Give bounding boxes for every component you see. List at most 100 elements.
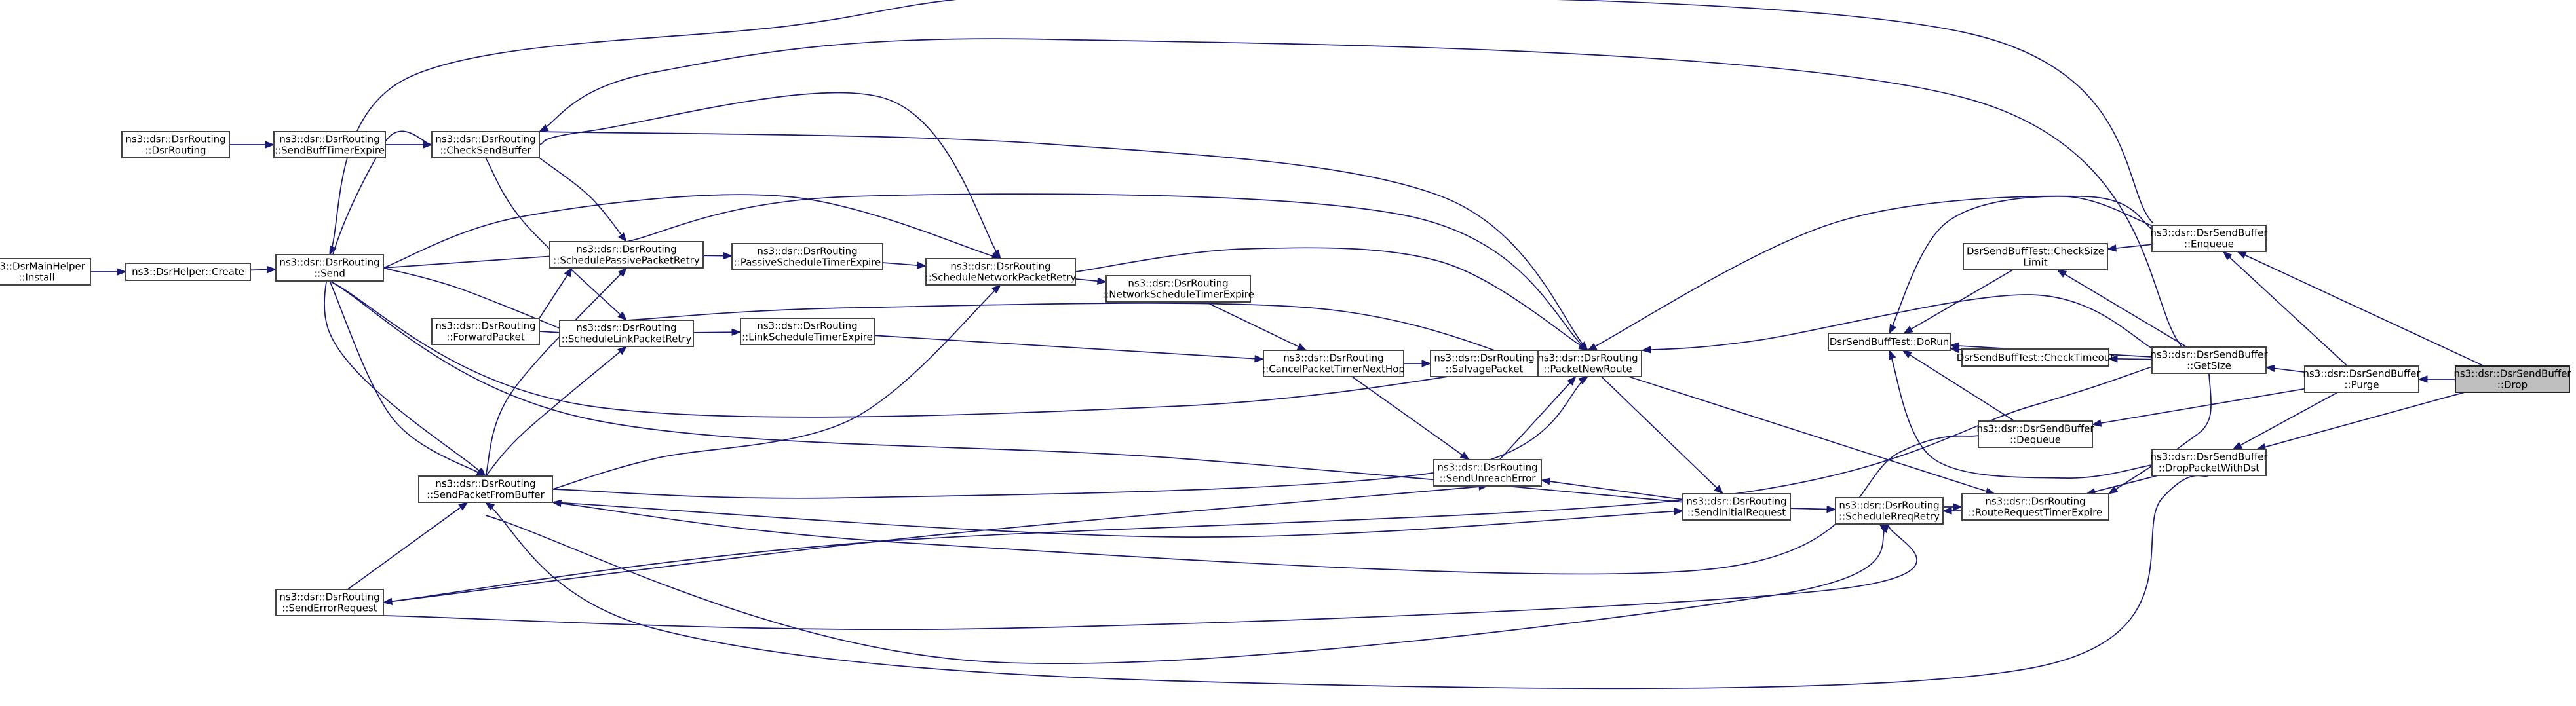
node-getsize[interactable]: ns3::dsr::DsrSendBuffer::GetSize (2150, 346, 2268, 374)
edge-sir-to-pnr (1601, 376, 1723, 494)
node-send[interactable]: ns3::dsr::DsrRouting::Send (275, 254, 384, 282)
node-label-line: ns3::dsr::DsrSendBuffer (2150, 451, 2268, 463)
edge-arrow-srr-to-sir (1826, 505, 1837, 513)
node-label-line: ns3::dsr::DsrRouting (1437, 462, 1537, 474)
edge-rrte-to-getsize (2108, 373, 2212, 494)
edge-slpr-to-csb (485, 157, 627, 321)
node-mainhelper[interactable]: ns3::DsrMainHelper::Install (0, 258, 91, 286)
node-dorun[interactable]: DsrSendBuffTest::DoRun (1828, 333, 1951, 351)
edge-dorun-to-enqueue (1889, 196, 2153, 334)
edge-sppr-to-spfb (485, 267, 627, 477)
node-box (1533, 350, 1642, 377)
node-checktimeout[interactable]: DsrSendBuffTest::CheckTimeout (1957, 348, 2115, 367)
edge-arrow-snpr-to-pste (917, 261, 927, 269)
node-box (740, 318, 875, 345)
node-enqueue[interactable]: ns3::dsr::DsrSendBuffer::Enqueue (2150, 225, 2268, 252)
edge-arrow-dorun-to-checktimeout (1949, 345, 1960, 354)
edge-arrow-slpr-to-spfb (617, 346, 628, 356)
node-label-line: ns3::dsr::DsrRouting (1283, 352, 1383, 364)
node-label-line: ::ScheduleRreqRetry (1839, 511, 1940, 523)
edge-spfb-to-ser (347, 502, 468, 590)
node-sue[interactable]: ns3::dsr::DsrRouting::SendUnreachError (1433, 459, 1542, 487)
node-label-line: ns3::dsr::DsrRouting (1686, 496, 1786, 508)
edge-sue-to-cptnh (1351, 376, 1470, 460)
edge-cptnh-to-nste (1205, 301, 1307, 351)
node-snpr[interactable]: ns3::dsr::DsrRouting::ScheduleNetworkPac… (925, 258, 1077, 286)
node-cptnh[interactable]: ns3::dsr::DsrRouting::CancelPacketTimerN… (1262, 350, 1405, 377)
node-label-line: ::ScheduleLinkPacketRetry (562, 333, 692, 345)
edges-layer (90, 0, 2485, 690)
edge-arrow-send-to-helpercreate (267, 265, 277, 274)
node-label-line: ::ForwardPacket (446, 331, 525, 343)
node-label-line: ns3::dsr::DsrRouting (125, 134, 225, 145)
node-label-line: ::NetworkScheduleTimerExpire (1102, 289, 1254, 301)
edge-enqueue-to-drop (2237, 251, 2485, 367)
node-slpr[interactable]: ns3::dsr::DsrRouting::ScheduleLinkPacket… (559, 320, 694, 347)
edge-arrow-salvage-to-cptnh (1421, 360, 1432, 367)
node-sppr[interactable]: ns3::dsr::DsrRouting::SchedulePassivePac… (549, 241, 704, 269)
node-label-line: ::PassiveScheduleTimerExpire (734, 257, 881, 269)
node-spfb[interactable]: ns3::dsr::DsrRouting::SendPacketFromBuff… (418, 475, 553, 503)
edge-pnr-to-snpr (1075, 247, 1588, 351)
node-box (2151, 346, 2267, 374)
node-label-line: ns3::dsr::DsrRouting (1128, 278, 1228, 289)
node-label-line: ::Enqueue (2184, 238, 2234, 250)
node-label-line: ns3::dsr::DsrRouting (576, 244, 676, 255)
node-pste[interactable]: ns3::dsr::DsrRouting::PassiveScheduleTim… (731, 243, 883, 270)
edge-arrow-enqueue-to-purge (2222, 251, 2233, 261)
edge-sppr-to-forward (539, 267, 573, 319)
node-csb[interactable]: ns3::dsr::DsrRouting::CheckSendBuffer (431, 131, 540, 158)
node-label-line: ns3::dsr::DsrRouting (279, 134, 379, 145)
node-ser[interactable]: ns3::dsr::DsrRouting::SendErrorRequest (275, 589, 384, 616)
edge-sppr-to-send (383, 254, 573, 269)
node-box (1433, 459, 1542, 487)
node-helpercreate[interactable]: ns3::DsrHelper::Create (125, 263, 251, 281)
node-label-line: ::SendBuffTimerExpire (275, 145, 385, 157)
node-rrte[interactable]: ns3::dsr::DsrRouting::RouteRequestTimerE… (1961, 493, 2109, 521)
node-nste[interactable]: ns3::dsr::DsrRouting::NetworkScheduleTim… (1102, 275, 1254, 303)
node-box (1828, 333, 1951, 351)
edge-arrow-pnr-to-getsize (1641, 346, 1651, 354)
edge-arrow-dropdst-to-purge (2232, 441, 2243, 450)
node-label-line: ns3::dsr::DsrSendBuffer (1976, 423, 2094, 435)
edge-pnr-to-getsize (1642, 294, 2157, 351)
node-sbte[interactable]: ns3::dsr::DsrRouting::SendBuffTimerExpir… (273, 131, 386, 158)
node-dsrrouting[interactable]: ns3::dsr::DsrRouting::DsrRouting (121, 131, 230, 158)
edge-sue-to-ser (383, 485, 1488, 603)
edge-arrow-spfb-to-dropdst (484, 502, 495, 511)
node-label-line: ::Purge (2344, 379, 2379, 391)
node-sir[interactable]: ns3::dsr::DsrRouting::SendInitialRequest (1682, 493, 1791, 521)
node-dequeue[interactable]: ns3::dsr::DsrSendBuffer::Dequeue (1976, 420, 2094, 448)
edge-srr-to-spfb (485, 515, 1890, 664)
node-box (2455, 365, 2570, 393)
node-drop[interactable]: ns3::dsr::DsrSendBuffer::Drop (2453, 365, 2571, 393)
node-label-line: ns3::dsr::DsrRouting (757, 246, 857, 257)
node-label-line: ns3::dsr::DsrRouting (279, 257, 379, 269)
node-label-line: DsrSendBuffTest::DoRun (1830, 336, 1950, 348)
edge-checksize-to-getsize (2057, 269, 2187, 348)
edge-pnr-to-enqueue (1587, 195, 2153, 351)
node-purge[interactable]: ns3::dsr::DsrSendBuffer::Purge (2303, 365, 2421, 393)
edge-pnr-to-csb (539, 131, 1588, 351)
node-label-line: DsrSendBuffTest::CheckTimeout (1957, 352, 2115, 363)
edge-dropdst-to-drop (2256, 392, 2465, 450)
node-lste[interactable]: ns3::dsr::DsrRouting::LinkScheduleTimerE… (740, 318, 875, 345)
node-pnr[interactable]: ns3::dsr::DsrRouting::PacketNewRoute (1533, 350, 1642, 377)
node-forward[interactable]: ns3::dsr::DsrRouting::ForwardPacket (431, 318, 540, 345)
node-label-line: ns3::dsr::DsrRouting (435, 320, 535, 332)
node-label-line: ::Dequeue (2010, 434, 2061, 446)
edge-arrow-nste-to-snpr (1097, 277, 1107, 285)
node-dropdst[interactable]: ns3::dsr::DsrSendBuffer::DropPacketWithD… (2150, 449, 2268, 476)
node-label-line: ns3::dsr::DsrRouting (279, 591, 379, 603)
node-box (418, 475, 553, 503)
node-salvage[interactable]: ns3::dsr::DsrRouting::SalvagePacket (1430, 350, 1539, 377)
edge-dequeue-to-purge (2092, 388, 2305, 426)
edge-pnr-to-spfb (552, 376, 1588, 499)
node-label-line: ::SendUnreachError (1440, 473, 1537, 485)
edge-arrow-getsize-to-purge (2265, 364, 2276, 373)
node-box (431, 131, 540, 158)
node-srr[interactable]: ns3::dsr::DsrRouting::ScheduleRreqRetry (1835, 497, 1944, 525)
node-label-line: ::ScheduleNetworkPacketRetry (925, 272, 1077, 284)
